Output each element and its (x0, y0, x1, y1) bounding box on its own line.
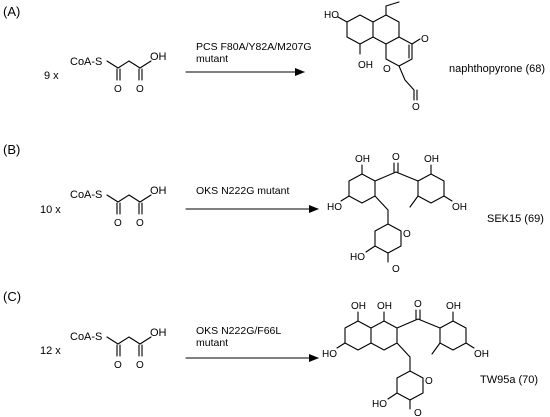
panel-label-a: (A) (3, 4, 20, 19)
prod-c-oh4: OH (474, 349, 489, 360)
multiplier-a: 9 x (44, 70, 59, 82)
malonyl-coa-c: 12 x CoA-S OH O O (40, 327, 167, 371)
prod-c-o2: O (425, 376, 433, 387)
prod-c-oh2: OH (377, 301, 392, 312)
prod-a-o2: O (383, 64, 391, 75)
product-naphthopyrone: HO OH O O O naphthopyrone (68) (324, 1, 545, 113)
o-b2: O (136, 218, 144, 229)
prod-c-ho2: HO (372, 399, 387, 410)
product-name-c: TW95a (70) (480, 374, 538, 386)
product-name-b: SEK15 (69) (487, 213, 544, 225)
malonyl-coa-b: 10 x CoA-S OH O O (40, 185, 167, 229)
prod-b-o2: O (403, 229, 411, 240)
prod-a-o3: O (412, 102, 420, 113)
oh-b: OH (150, 185, 167, 197)
o-c1: O (114, 360, 122, 371)
prod-b-o3: O (392, 264, 400, 275)
malonyl-coa-a: 9 x CoA-S OH O O (44, 51, 167, 95)
condition-b-1: OKS N222G mutant (196, 185, 289, 197)
panel-label-c: (C) (3, 289, 21, 304)
prod-c-ho1: HO (322, 349, 337, 360)
panel-c: (C) 12 x CoA-S OH O O OKS N222G/F66L mut… (3, 289, 538, 417)
prod-b-oh1: OH (355, 154, 370, 165)
product-sek15: OH OH HO OH O HO O O SEK15 (69) (327, 152, 544, 275)
arrow-b: OKS N222G mutant (185, 185, 319, 213)
prod-c-o1: O (414, 299, 422, 310)
prod-a-oh: OH (358, 60, 373, 71)
prod-c-oh1: OH (351, 301, 366, 312)
o-a1: O (114, 84, 122, 95)
prod-a-o1: O (421, 34, 429, 45)
product-tw95a: OH OH OH HO OH O HO O O TW95a (70) (322, 299, 538, 417)
coa-s-a: CoA-S (70, 56, 102, 68)
prod-c-oh3: OH (446, 301, 461, 312)
panel-a: (A) 9 x CoA-S OH O O PCS F80A/Y82A/M207G… (3, 1, 545, 113)
o-b1: O (114, 218, 122, 229)
condition-a-2: mutant (196, 53, 228, 65)
condition-c-1: OKS N222G/F66L (196, 325, 281, 337)
o-a2: O (136, 84, 144, 95)
prod-a-ho: HO (324, 10, 339, 21)
coa-s-c: CoA-S (70, 331, 102, 343)
prod-b-oh3: OH (452, 202, 467, 213)
oh-c: OH (150, 327, 167, 339)
arrow-a: PCS F80A/Y82A/M207G mutant (185, 41, 312, 76)
prod-b-ho2: HO (350, 252, 365, 263)
oh-a: OH (150, 51, 167, 63)
panel-b: (B) 10 x CoA-S OH O O OKS N222G mutant (3, 142, 544, 275)
multiplier-c: 12 x (40, 345, 61, 357)
product-name-a: naphthopyrone (68) (449, 63, 545, 75)
panel-label-b: (B) (3, 142, 20, 157)
condition-c-2: mutant (196, 337, 228, 349)
multiplier-b: 10 x (40, 204, 61, 216)
prod-b-o1: O (392, 152, 400, 163)
arrow-c: OKS N222G/F66L mutant (185, 325, 319, 362)
coa-s-b: CoA-S (70, 189, 102, 201)
prod-b-ho1: HO (327, 202, 342, 213)
o-c2: O (136, 360, 144, 371)
prod-c-o3: O (414, 408, 422, 417)
condition-a-1: PCS F80A/Y82A/M207G (196, 41, 312, 53)
prod-b-oh2: OH (424, 154, 439, 165)
